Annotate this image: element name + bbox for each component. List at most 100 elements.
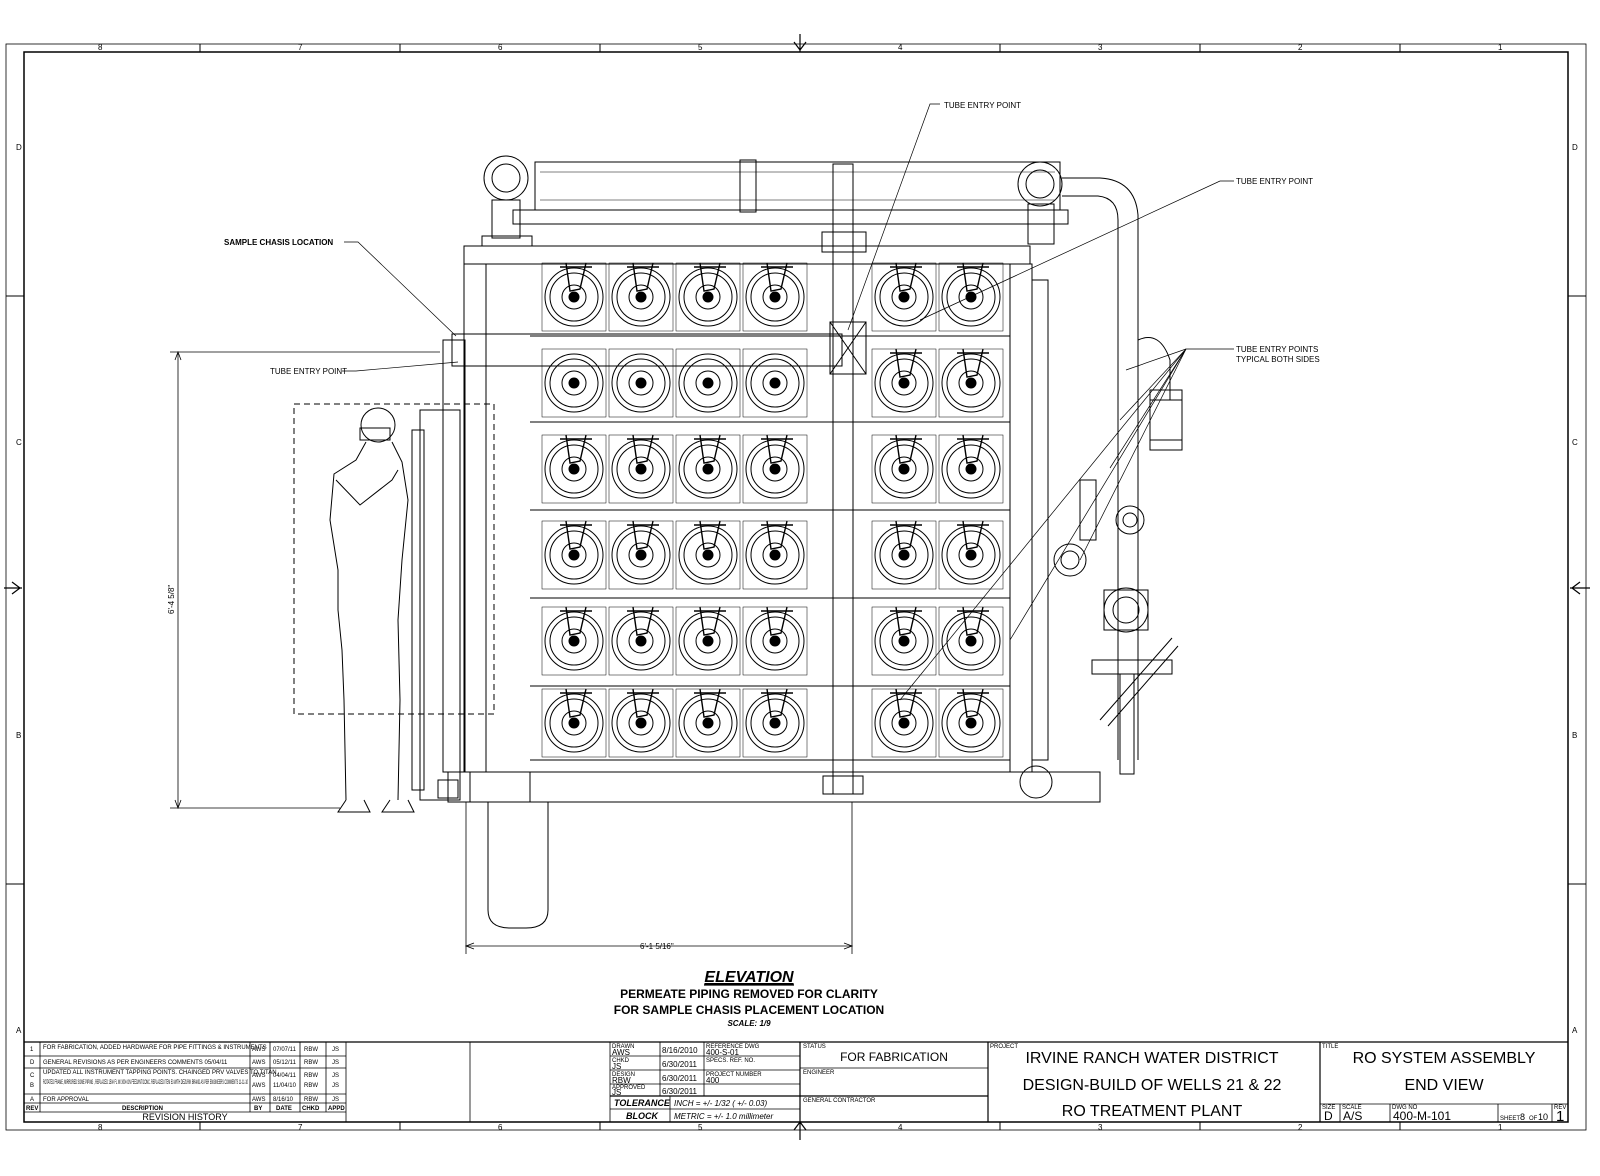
rev-date-cell: 04/04/11 [273, 1073, 297, 1079]
pressure-vessel-array [541, 262, 1004, 758]
vessel-end-cap [541, 434, 607, 504]
vessel-end-cap [675, 262, 741, 332]
vessel-end-cap [938, 434, 1004, 504]
row-label: A [1572, 1026, 1578, 1035]
rev-header-by: BY [254, 1106, 262, 1112]
row-label: C [16, 438, 22, 447]
vessel-end-cap [742, 688, 808, 758]
col-label: 2 [1298, 1123, 1303, 1132]
rev-by-cell: AWS [252, 1083, 265, 1089]
sheet-total: 10 [1538, 1112, 1548, 1122]
rev-appd-cell: JS [332, 1083, 339, 1089]
tolerance-label: TOLERANCE [614, 1098, 671, 1108]
rev-chkd-cell: RBW [304, 1060, 318, 1066]
vessel-end-cap [675, 606, 741, 676]
vessel-end-cap [938, 348, 1004, 418]
callout-sample-chasis: SAMPLE CHASIS LOCATION [224, 238, 333, 247]
rev-appd-cell: JS [332, 1060, 339, 1066]
rev-cell: D [30, 1060, 35, 1066]
rev-chkd-cell: RBW [304, 1083, 318, 1089]
chkd-by: JS [612, 1062, 621, 1071]
dwg-number: 400-M-101 [1393, 1109, 1451, 1123]
title-line-2: END VIEW [1404, 1077, 1484, 1094]
sheet-label: SHEET [1500, 1116, 1520, 1122]
project-line-1: IRVINE RANCH WATER DISTRICT [1025, 1050, 1278, 1067]
col-label: 1 [1498, 43, 1503, 52]
rev-header-rev: REV [26, 1106, 38, 1112]
of-label: OF [1529, 1116, 1538, 1122]
chkd-date: 6/30/2011 [662, 1060, 698, 1069]
rev-desc-cell: UPDATED ALL INSTRUMENT TAPPING POINTS. C… [43, 1070, 277, 1076]
rev-by-cell: AWS [252, 1047, 265, 1053]
engineer-label: ENGINEER [803, 1070, 835, 1076]
rev-desc-cell: FOR FABRICATION, ADDED HARDWARE FOR PIPE… [43, 1045, 267, 1051]
title-label: TITLE [1322, 1044, 1338, 1050]
rev-by-cell: AWS [252, 1097, 265, 1103]
tolerance-metric: METRIC = +/- 1.0 millimeter [674, 1112, 773, 1121]
vessel-end-cap [608, 688, 674, 758]
rev-appd-cell: JS [332, 1047, 339, 1053]
rev-chkd-cell: RBW [304, 1047, 318, 1053]
tolerance-block-label: BLOCK [626, 1111, 659, 1121]
row-label: A [16, 1026, 22, 1035]
rev-appd-cell: JS [332, 1073, 339, 1079]
ref-value: 400-S-01 [706, 1048, 739, 1057]
col-label: 6 [498, 43, 503, 52]
status-value: FOR FABRICATION [840, 1050, 948, 1064]
vessel-end-cap [871, 434, 937, 504]
revision-history-footer: REVISION HISTORY [142, 1112, 227, 1122]
vertical-dimension-text: 6'-4 5/8" [167, 585, 176, 614]
rev-by-cell: AWS [252, 1060, 265, 1066]
drawing-title-block: TITLE RO SYSTEM ASSEMBLY END VIEW SIZE D… [1322, 1044, 1566, 1125]
scale-label: SCALE [1342, 1105, 1362, 1111]
col-label: 3 [1098, 43, 1103, 52]
dimension-vertical [170, 350, 440, 810]
col-label: 5 [698, 1123, 703, 1132]
callout-leaders [342, 103, 1234, 701]
rev-desc-cell: GENERAL REVISIONS AS PER ENGINEERS COMME… [43, 1060, 228, 1066]
project-num-label: PROJECT NUMBER [706, 1072, 762, 1078]
vessel-end-cap [742, 348, 808, 418]
rev-by-cell: AWS [252, 1073, 265, 1079]
col-label: 2 [1298, 43, 1303, 52]
row-label: D [16, 143, 22, 152]
view-note-1: PERMEATE PIPING REMOVED FOR CLARITY [620, 987, 878, 1001]
project-num-value: 400 [706, 1076, 720, 1085]
rev-header-chkd: CHKD [302, 1106, 320, 1112]
view-note-2: FOR SAMPLE CHASIS PLACEMENT LOCATION [614, 1003, 884, 1017]
rev-appd-cell: JS [332, 1097, 339, 1103]
col-label: 7 [298, 1123, 303, 1132]
status-block: STATUS FOR FABRICATION ENGINEER GENERAL … [803, 1044, 948, 1104]
vessel-end-cap [608, 606, 674, 676]
rev-label: REV [1554, 1105, 1566, 1111]
vessel-end-cap [938, 262, 1004, 332]
scale-value: A/S [1343, 1109, 1362, 1123]
vessel-end-cap [742, 606, 808, 676]
title-line-1: RO SYSTEM ASSEMBLY [1353, 1050, 1536, 1067]
ref-label: REFERENCE DWG [706, 1044, 760, 1050]
row-label: C [1572, 438, 1578, 447]
horizontal-dimension-text: 6'-1 5/16" [640, 942, 674, 951]
col-label: 6 [498, 1123, 503, 1132]
rev-desc-cell: ROTATED FRAME, MIRRORED SOME PIPING , RE… [43, 1080, 248, 1086]
view-scale: SCALE: 1/9 [727, 1019, 771, 1028]
vessel-end-cap [742, 262, 808, 332]
approved-date: 6/30/2011 [662, 1087, 698, 1096]
status-label: STATUS [803, 1044, 826, 1050]
design-by: RBW [612, 1076, 631, 1085]
col-label: 7 [298, 43, 303, 52]
dwg-label: DWG NO [1392, 1105, 1418, 1111]
vessel-end-cap [675, 520, 741, 590]
rev-cell: C [30, 1073, 35, 1079]
callout-typical-both-sides: TYPICAL BOTH SIDES [1236, 355, 1320, 364]
rev-value: 1 [1556, 1108, 1564, 1125]
vessel-end-cap [871, 606, 937, 676]
dimension-horizontal [464, 802, 854, 954]
chkd-label: CHKD [612, 1058, 630, 1064]
col-label: 8 [98, 1123, 103, 1132]
rev-header-appd: APPD [328, 1106, 345, 1112]
rev-cell: 1 [30, 1047, 34, 1053]
border-ticks [6, 44, 1586, 1130]
contractor-label: GENERAL CONTRACTOR [803, 1098, 876, 1104]
vessel-end-cap [675, 434, 741, 504]
